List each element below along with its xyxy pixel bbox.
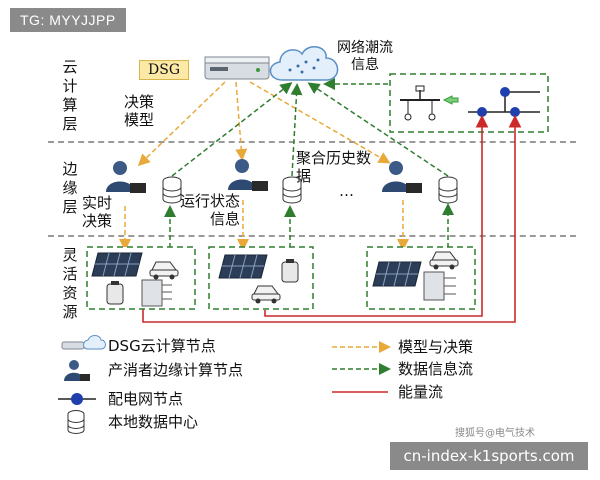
grid-node-icon [510, 107, 520, 117]
network-flow-label: 网络潮流信息 [337, 40, 393, 73]
solar-panel-icon [372, 261, 422, 287]
prosumer-edge-node-icon [106, 161, 146, 193]
prosumer-edge-node-icon [382, 161, 422, 193]
electric-vehicle-icon [149, 261, 179, 280]
dsg-label: DSG [139, 60, 189, 80]
layer-label-edge: 边缘层 [60, 160, 80, 217]
cloud-icon [269, 46, 339, 81]
prosumer-edge-node-icon [228, 159, 268, 191]
database-icon [162, 176, 182, 204]
legend-database-text: 本地数据中心 [108, 413, 199, 431]
layer-label-edge-text: 边缘层 [62, 160, 78, 216]
legend-dsg-icon [61, 335, 106, 350]
ellipsis-label: … [339, 182, 354, 200]
aggregate-history-label: 聚合历史数据 [296, 149, 372, 185]
electric-vehicle-icon [429, 251, 459, 270]
grid-topology-box [389, 73, 549, 133]
layer-label-cloud-text: 云计算层 [62, 58, 78, 133]
legend-data-flow-text: 数据信息流 [398, 360, 474, 378]
source-watermark: 搜狐号@电气技术 [455, 428, 535, 439]
layer-label-flexible: 灵活资源 [60, 246, 80, 322]
legend-prosumer-icon [64, 360, 90, 381]
legend-dsg-text: DSG云计算节点 [108, 337, 216, 355]
decision-model-label: 决策模型 [124, 93, 155, 129]
separator-edge-flexible [48, 235, 576, 237]
database-icon [438, 176, 458, 204]
grid-node-icon [477, 107, 487, 117]
database-icon [282, 176, 302, 204]
realtime-decision-label: 实时决策 [82, 194, 113, 230]
electric-vehicle-icon [251, 285, 281, 304]
substation-icon [400, 85, 440, 121]
operating-status-label: 运行状态信息 [179, 192, 240, 228]
server-icon [204, 56, 270, 80]
legend-grid-node-icon [58, 393, 96, 405]
footer-banner: cn-index-k1sports.com [390, 442, 588, 470]
solar-panel-icon [218, 254, 268, 279]
legend-database-icon [67, 410, 85, 434]
energy-flow-lines [142, 114, 522, 323]
cabinet-icon [423, 271, 456, 301]
watermark-tag: TG: MYYJJPP [10, 8, 126, 32]
battery-icon [281, 259, 299, 283]
layer-label-cloud: 云计算层 [60, 58, 80, 134]
legend-grid-node-text: 配电网节点 [108, 390, 184, 408]
cabinet-icon [141, 279, 172, 307]
legend-prosumer-text: 产消者边缘计算节点 [108, 361, 244, 379]
separator-cloud-edge [48, 141, 576, 143]
green-arrow-icon [442, 95, 459, 105]
model-decision-arrows [119, 81, 409, 251]
legend-energy-flow-text: 能量流 [398, 383, 444, 401]
layer-label-flexible-text: 灵活资源 [62, 246, 78, 321]
battery-icon [106, 281, 124, 305]
grid-node-icon [500, 87, 510, 97]
legend-model-decision-text: 模型与决策 [398, 338, 474, 356]
solar-panel-icon [91, 252, 143, 277]
